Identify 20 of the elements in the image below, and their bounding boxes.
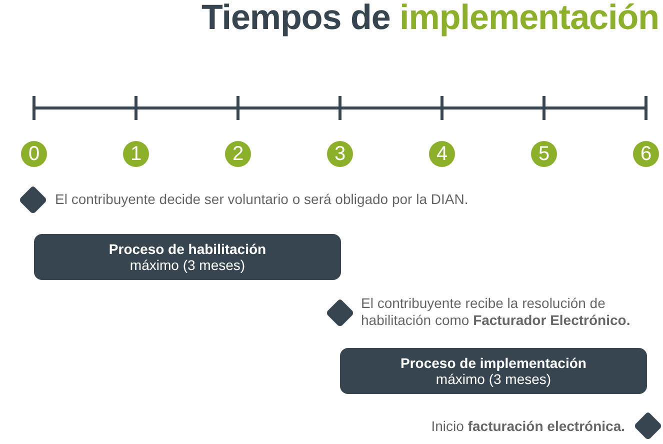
step-number: 3 (327, 141, 353, 167)
box-heading: Proceso de habilitación (108, 241, 268, 257)
step-number: 4 (429, 141, 455, 167)
annotation-text: Inicio facturación electrónica. (430, 418, 625, 435)
box-heading: Proceso de implementación (400, 355, 588, 371)
box-text: máximo (3 meses) (128, 257, 246, 273)
diamond-marker (325, 298, 355, 328)
box-text: máximo (3 meses) (434, 371, 552, 387)
step-number: 2 (225, 141, 251, 167)
step-number: 0 (21, 141, 47, 167)
annotation-text: El contribuyente recibe la resolución de habilitación como Facturador Electrónico. (361, 295, 632, 329)
diamond-marker (18, 185, 48, 215)
title: Tiempos de implementación (201, 0, 659, 38)
step-number: 6 (633, 141, 659, 167)
process-box (340, 348, 647, 394)
step-number: 5 (531, 141, 557, 167)
process-box (34, 234, 341, 280)
annotation-text: El contribuyente decide ser voluntario o será obligado por la DIAN. (55, 191, 470, 208)
diamond-marker (633, 411, 663, 441)
step-number: 1 (123, 141, 149, 167)
